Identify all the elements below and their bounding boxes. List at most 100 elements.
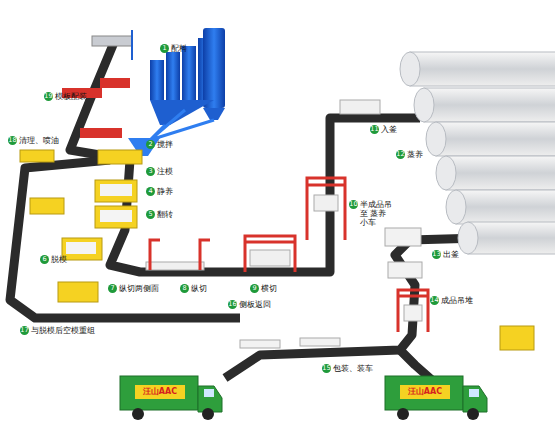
truck-sign — [135, 385, 185, 399]
callout-number: 17 — [20, 326, 29, 335]
autoclave-door — [400, 52, 420, 86]
step-label: 脱模 — [51, 255, 67, 264]
callout-number: 12 — [396, 150, 405, 159]
callout-number: 7 — [108, 284, 117, 293]
autoclave — [456, 190, 555, 224]
step-label: 配料 — [171, 44, 187, 53]
step-label: 横切 — [261, 284, 277, 293]
callout-number: 6 — [40, 255, 49, 264]
step-label: 成品吊堆 — [441, 296, 473, 305]
conveyor-line — [225, 238, 480, 378]
callout-number: 2 — [146, 140, 155, 149]
conveyor-line — [10, 160, 240, 318]
truck-wheel — [202, 408, 214, 420]
finished-blocks — [385, 228, 421, 246]
step-label: 出釜 — [443, 250, 459, 259]
truck-cab — [463, 386, 487, 412]
green-cake — [66, 242, 96, 254]
silo — [203, 28, 225, 108]
autoclave — [436, 122, 555, 156]
silo-hopper — [203, 108, 225, 120]
callout-number: 1 — [160, 44, 169, 53]
autoclave-door — [446, 190, 466, 224]
step-node: 14成品吊堆 — [430, 296, 484, 305]
callout-number: 3 — [146, 167, 155, 176]
step-label: 模板配装 — [55, 92, 87, 101]
autoclave-door — [458, 222, 478, 254]
cutting-machine — [200, 240, 210, 270]
step-label: 与脱模后空模重组 — [31, 326, 95, 335]
mold-car — [62, 238, 102, 260]
truck-wheel — [467, 408, 479, 420]
truck-body — [385, 376, 463, 410]
callout-number: 13 — [432, 250, 441, 259]
gantry-crane — [398, 290, 428, 332]
autoclave — [410, 52, 555, 86]
steam-car — [340, 100, 380, 114]
step-node: 15包装、装车 — [322, 364, 382, 373]
callout-number: 11 — [370, 125, 379, 134]
callout-number: 16 — [228, 300, 237, 309]
truck-window — [469, 389, 479, 397]
callout-number: 8 — [180, 284, 189, 293]
gantry-crane — [307, 178, 345, 240]
support-pole — [131, 30, 133, 60]
step-node: 6脱模 — [40, 255, 80, 264]
step-node: 16侧板返回 — [228, 300, 280, 309]
mold-car — [58, 282, 98, 302]
mold-car — [95, 206, 137, 228]
autoclave — [468, 222, 555, 254]
step-label: 蒸养 — [407, 150, 423, 159]
mold-frame — [80, 128, 122, 138]
autoclave-door — [426, 122, 446, 156]
step-label: 半成品吊至 蒸养小车 — [360, 200, 393, 227]
step-label: 纵切 — [191, 284, 207, 293]
step-label: 清理、喷油 — [19, 136, 59, 145]
callout-number: 5 — [146, 210, 155, 219]
step-label: 纵切两侧面 — [119, 284, 159, 293]
step-node: 12蒸养 — [396, 150, 434, 159]
callout-number: 10 — [349, 200, 358, 209]
step-node: 19模板配装 — [44, 92, 102, 101]
truck-body — [120, 376, 198, 410]
feed-pipe — [150, 110, 214, 140]
mold-car — [98, 150, 142, 164]
truck-text: 汪山AAC — [402, 386, 448, 397]
cutting-machine — [245, 236, 295, 272]
callout-number: 19 — [44, 92, 53, 101]
autoclave-door — [436, 156, 456, 190]
step-node: 2搅拌 — [146, 140, 186, 149]
truck-wheel — [132, 408, 144, 420]
step-node: 1配料 — [160, 44, 210, 53]
step-label: 翻转 — [157, 210, 173, 219]
step-node: 13出釜 — [432, 250, 470, 259]
green-cake — [100, 210, 132, 222]
finished-blocks — [240, 340, 280, 348]
silo — [150, 60, 164, 100]
silo — [182, 46, 196, 100]
cutting-machine — [150, 240, 160, 270]
step-node: 5翻转 — [146, 210, 186, 219]
mold-rack — [92, 36, 132, 46]
step-label: 静养 — [157, 187, 173, 196]
step-node: 17与脱模后空模重组 — [20, 326, 116, 335]
step-node: 9横切 — [250, 284, 288, 293]
truck-window — [204, 389, 214, 397]
callout-number: 15 — [322, 364, 331, 373]
green-cake — [100, 184, 132, 196]
truck-sign — [400, 385, 450, 399]
step-label: 搅拌 — [157, 140, 173, 149]
truck-wheel — [397, 408, 409, 420]
step-node: 18清理、喷油 — [8, 136, 68, 145]
autoclave — [424, 88, 555, 122]
callout-number: 18 — [8, 136, 17, 145]
truck-cab — [198, 386, 222, 412]
cake-block — [250, 250, 290, 266]
callout-number: 9 — [250, 284, 259, 293]
truck-text: 汪山AAC — [137, 386, 183, 397]
callout-number: 4 — [146, 187, 155, 196]
silo — [166, 52, 180, 100]
step-node: 7纵切两侧面 — [108, 284, 170, 293]
